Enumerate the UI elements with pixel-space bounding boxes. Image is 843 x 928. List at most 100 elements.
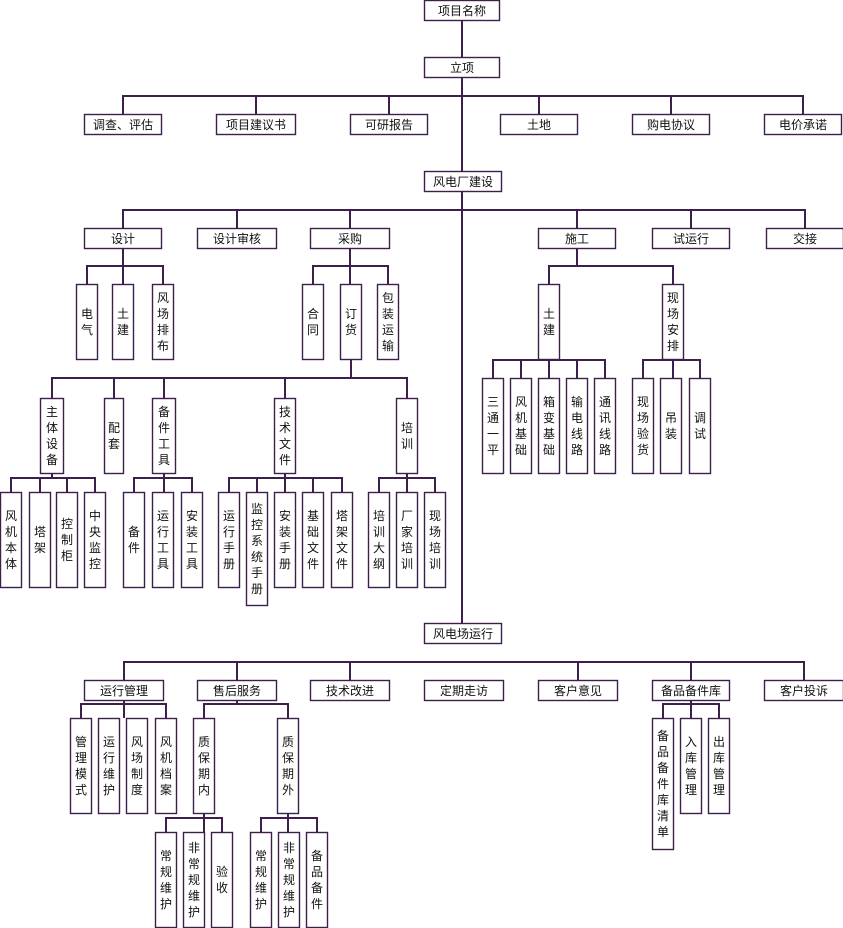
node-n14: 交接 <box>765 227 843 250</box>
node-n34: 吊装 <box>659 377 683 475</box>
node-box <box>499 113 579 136</box>
node-label: 中央监控 <box>89 508 101 571</box>
node-label: 风机本体 <box>5 509 17 571</box>
node-n16: 土建 <box>111 283 135 361</box>
node-label: 现场培训 <box>429 509 441 571</box>
node-n59: 管理模式 <box>69 717 93 815</box>
node-n70: 验收 <box>210 831 234 928</box>
node-box <box>631 377 655 475</box>
node-n27: 培训 <box>395 397 419 475</box>
node-n36: 风机本体 <box>0 491 23 589</box>
node-box <box>651 679 731 702</box>
node-box <box>537 377 561 475</box>
node-label: 风机基础 <box>515 395 527 457</box>
node-box <box>276 717 300 815</box>
node-label: 非常规维护 <box>188 841 200 919</box>
node-label: 技术改进 <box>326 684 374 698</box>
node-n26: 技术文件 <box>273 397 297 475</box>
node-label: 运行工具 <box>157 509 169 571</box>
node-label: 现场验货 <box>637 395 649 457</box>
node-box <box>661 283 685 361</box>
node-label: 风电厂建设 <box>433 175 493 189</box>
node-box <box>301 491 325 589</box>
node-label: 非常规维护 <box>283 841 295 919</box>
node-box <box>309 227 391 250</box>
node-label: 定期走访 <box>440 683 488 698</box>
node-n54: 技术改进 <box>309 679 391 702</box>
node-box <box>249 831 273 928</box>
node-label: 质保期外 <box>282 735 294 797</box>
node-box <box>301 283 325 361</box>
node-label: 可研报告 <box>365 117 413 132</box>
node-n32: 通讯线路 <box>593 377 617 475</box>
node-n31: 输电线路 <box>565 377 589 475</box>
node-box <box>688 377 712 475</box>
node-box <box>103 397 125 475</box>
node-n24: 配套 <box>103 397 125 475</box>
node-label: 配套 <box>108 421 120 451</box>
node-n37: 塔架 <box>28 491 52 589</box>
node-box <box>83 679 165 702</box>
node-box <box>245 491 269 607</box>
node-box <box>97 717 121 815</box>
connector-line <box>548 265 674 284</box>
node-n4: 可研报告 <box>349 113 429 136</box>
node-label: 土地 <box>527 118 551 132</box>
node-n33: 现场验货 <box>631 377 655 475</box>
node-label: 电气 <box>81 307 93 337</box>
node-label: 塔架文件 <box>336 509 348 571</box>
node-n61: 风场制度 <box>125 717 149 815</box>
node-label: 客户投诉 <box>780 683 828 698</box>
node-label: 出库管理 <box>713 735 725 797</box>
node-n20: 包装运输 <box>376 283 400 361</box>
node-label: 电价承诺 <box>779 118 827 132</box>
node-label: 厂家培训 <box>401 509 413 571</box>
node-box <box>423 170 503 193</box>
node-box <box>151 397 177 475</box>
node-box <box>537 283 561 361</box>
node-n13: 试运行 <box>651 227 731 250</box>
node-label: 立项 <box>450 60 474 75</box>
node-box <box>192 717 216 815</box>
node-label: 主体设备 <box>46 405 58 467</box>
node-label: 输电线路 <box>571 394 583 457</box>
node-label: 基础文件 <box>307 509 319 571</box>
node-label: 合同 <box>307 306 319 337</box>
node-n12: 施工 <box>537 227 617 250</box>
node-n60: 运行维护 <box>97 717 121 815</box>
node-box <box>651 227 731 250</box>
node-box <box>395 397 419 475</box>
node-n62: 风机档案 <box>154 717 178 815</box>
node-label: 通讯线路 <box>599 395 611 457</box>
node-n1: 立项 <box>423 56 501 79</box>
node-n69: 非常规维护 <box>182 831 206 928</box>
node-n63: 质保期内 <box>192 717 216 815</box>
node-n72: 非常规维护 <box>277 831 301 928</box>
node-box <box>349 113 429 136</box>
node-n22: 现场安排 <box>661 283 685 361</box>
node-box <box>69 717 93 815</box>
node-label: 安装手册 <box>279 508 291 571</box>
node-box <box>55 491 79 589</box>
node-n48: 培训大纲 <box>367 491 391 589</box>
node-label: 项目建议书 <box>226 118 286 132</box>
node-box <box>631 113 711 136</box>
node-n58: 客户投诉 <box>763 679 843 702</box>
node-box <box>305 831 329 928</box>
node-label: 塔架 <box>34 525 46 555</box>
node-box <box>651 717 675 851</box>
node-box <box>565 377 589 475</box>
node-box <box>154 831 178 928</box>
node-label: 施工 <box>565 232 589 246</box>
node-n50: 现场培训 <box>423 491 447 589</box>
node-box <box>309 679 391 702</box>
node-label: 监控系统手册 <box>251 502 263 596</box>
node-n17: 风场排布 <box>151 283 175 361</box>
node-n49: 厂家培训 <box>395 491 419 589</box>
node-box <box>679 717 703 815</box>
node-label: 包装运输 <box>382 291 394 353</box>
connector-lines <box>10 21 806 832</box>
node-box <box>763 113 843 136</box>
node-box <box>39 397 65 475</box>
node-box <box>765 227 843 250</box>
